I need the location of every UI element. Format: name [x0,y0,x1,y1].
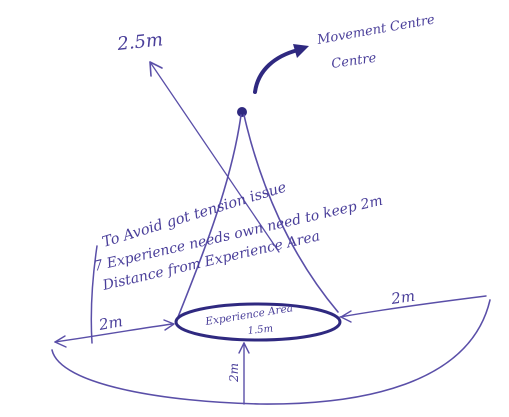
movement-curved-arrowhead [293,44,309,58]
experience-area-size: 1.5m [247,323,273,337]
left-distance-label: 2m [97,312,125,334]
radius-label: 2.5m [115,29,164,55]
bottom-distance-label: 2m [227,363,241,383]
movement-centre-dot [237,107,247,117]
movement-centre-label-line2: Centre [330,51,377,72]
movement-curved-arrow [255,50,298,92]
movement-centre-label-line1: Movement Centre [315,12,436,48]
right-distance-label: 2m [389,287,416,308]
